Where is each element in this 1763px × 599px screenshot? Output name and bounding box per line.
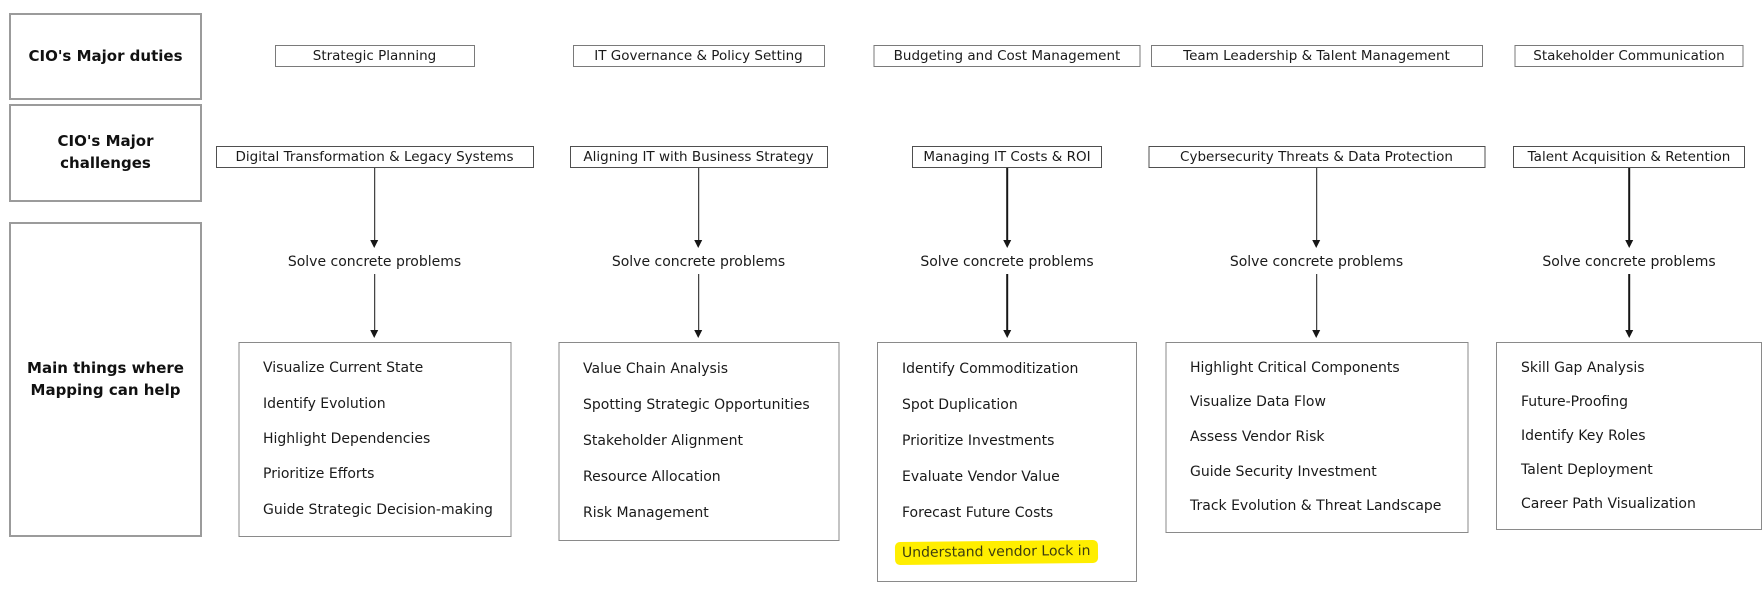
- duty-label: Team Leadership & Talent Management: [1183, 48, 1450, 64]
- highlighted-text: Understand vendor Lock in: [894, 539, 1098, 565]
- help-item: Future-Proofing: [1521, 393, 1628, 410]
- help-item: Forecast Future Costs: [902, 504, 1054, 521]
- duty-box: Strategic Planning: [274, 45, 475, 67]
- solve-label: Solve concrete problems: [1542, 254, 1716, 270]
- challenge-label: Digital Transformation & Legacy Systems: [235, 149, 514, 165]
- down-arrow-connector: [697, 168, 700, 241]
- solve-label: Solve concrete problems: [1229, 254, 1404, 270]
- mapping-help-box: Identify Commoditization Spot Duplicatio…: [877, 342, 1137, 582]
- down-arrow-connector: [1006, 168, 1008, 241]
- column-strategic-planning: Strategic Planning Digital Transformatio…: [215, 0, 534, 599]
- mapping-help-box: Skill Gap Analysis Future-Proofing Ident…: [1496, 342, 1762, 530]
- column-budgeting: Budgeting and Cost Management Managing I…: [873, 0, 1141, 599]
- row-label-mapping-help-text: Main things where Mapping can help: [27, 358, 184, 399]
- challenge-label: Talent Acquisition & Retention: [1527, 149, 1731, 165]
- column-team-leadership: Team Leadership & Talent Management Cybe…: [1148, 0, 1485, 599]
- solve-label: Solve concrete problems: [920, 254, 1094, 270]
- help-item: Talent Deployment: [1521, 461, 1653, 478]
- duty-box: Budgeting and Cost Management: [873, 45, 1141, 67]
- challenge-box: Digital Transformation & Legacy Systems: [215, 146, 534, 168]
- help-item: Spot Duplication: [902, 396, 1018, 413]
- duty-box: IT Governance & Policy Setting: [572, 45, 825, 67]
- help-item: Visualize Current State: [263, 360, 424, 377]
- down-arrow-connector: [1628, 168, 1630, 241]
- help-item: Spotting Strategic Opportunities: [583, 396, 810, 413]
- duty-box: Stakeholder Communication: [1514, 45, 1744, 67]
- mapping-help-box: Highlight Critical Components Visualize …: [1165, 342, 1468, 533]
- duty-label: Stakeholder Communication: [1533, 48, 1725, 64]
- solve-label: Solve concrete problems: [611, 254, 786, 270]
- row-label-mapping-help: Main things where Mapping can help: [9, 222, 202, 537]
- column-stakeholder-communication: Stakeholder Communication Talent Acquisi…: [1496, 0, 1762, 599]
- duty-label: IT Governance & Policy Setting: [594, 48, 803, 64]
- column-it-governance: IT Governance & Policy Setting Aligning …: [558, 0, 839, 599]
- down-arrow-connector: [1628, 274, 1630, 331]
- challenge-box: Cybersecurity Threats & Data Protection: [1148, 146, 1485, 168]
- down-arrow-connector: [1315, 274, 1318, 331]
- challenge-label: Aligning IT with Business Strategy: [583, 149, 814, 165]
- help-item: Resource Allocation: [583, 469, 721, 486]
- help-item: Guide Security Investment: [1190, 463, 1377, 480]
- solve-label: Solve concrete problems: [287, 254, 462, 270]
- help-item: Evaluate Vendor Value: [902, 468, 1060, 485]
- down-arrow-connector: [373, 168, 376, 241]
- help-item: Track Evolution & Threat Landscape: [1190, 498, 1442, 515]
- help-item-highlighted: Understand vendor Lock in: [894, 539, 1128, 565]
- help-item: Highlight Critical Components: [1190, 359, 1400, 376]
- row-label-challenges-text: CIO's Major challenges: [57, 132, 154, 172]
- challenge-box: Managing IT Costs & ROI: [912, 146, 1102, 168]
- row-label-duties: CIO's Major duties: [9, 13, 202, 100]
- mapping-help-box: Value Chain Analysis Spotting Strategic …: [558, 342, 839, 541]
- duty-label: Budgeting and Cost Management: [893, 48, 1121, 64]
- down-arrow-connector: [1315, 168, 1318, 241]
- challenge-box: Talent Acquisition & Retention: [1513, 146, 1745, 168]
- help-item: Highlight Dependencies: [263, 431, 431, 448]
- help-item: Identify Evolution: [263, 395, 386, 412]
- row-label-duties-text: CIO's Major duties: [28, 46, 183, 65]
- help-item: Career Path Visualization: [1521, 495, 1696, 512]
- help-item: Identify Key Roles: [1521, 427, 1646, 444]
- help-item: Prioritize Investments: [902, 432, 1055, 449]
- help-item: Risk Management: [583, 505, 709, 522]
- mapping-help-box: Visualize Current State Identify Evoluti…: [238, 342, 511, 537]
- down-arrow-connector: [1006, 274, 1008, 331]
- row-label-challenges: CIO's Major challenges: [9, 104, 202, 202]
- help-item: Skill Gap Analysis: [1521, 359, 1645, 376]
- help-item: Guide Strategic Decision-making: [263, 501, 493, 518]
- duty-box: Team Leadership & Talent Management: [1150, 45, 1483, 67]
- help-item: Identify Commoditization: [902, 360, 1079, 377]
- duty-label: Strategic Planning: [312, 48, 437, 64]
- challenge-box: Aligning IT with Business Strategy: [569, 146, 828, 168]
- help-item: Prioritize Efforts: [263, 466, 375, 483]
- challenge-label: Managing IT Costs & ROI: [923, 149, 1091, 165]
- help-item: Assess Vendor Risk: [1190, 429, 1325, 446]
- help-item: Value Chain Analysis: [583, 360, 729, 377]
- down-arrow-connector: [697, 274, 700, 331]
- help-item: Visualize Data Flow: [1190, 394, 1326, 411]
- help-item: Stakeholder Alignment: [583, 433, 743, 450]
- challenge-label: Cybersecurity Threats & Data Protection: [1180, 149, 1453, 165]
- down-arrow-connector: [373, 274, 376, 331]
